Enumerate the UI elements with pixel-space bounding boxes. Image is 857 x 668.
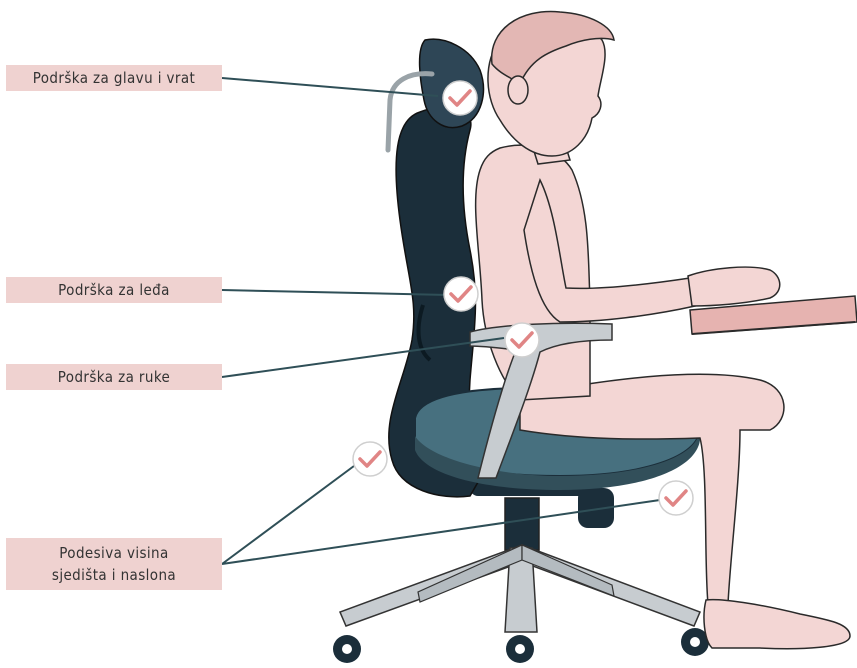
label-head-neck-support: Podrška za glavu i vrat — [6, 65, 222, 91]
label-adjustable-line1: Podesiva visina — [59, 542, 168, 564]
label-adjustable-height: Podesiva visina sjedišta i naslona — [6, 538, 222, 590]
label-arm-support: Podrška za ruke — [6, 364, 222, 390]
check-icon — [659, 481, 693, 515]
check-icon — [505, 323, 539, 357]
check-icon — [353, 442, 387, 476]
check-icon — [443, 81, 477, 115]
check-icon — [444, 277, 478, 311]
label-adjustable-line2: sjedišta i naslona — [52, 564, 176, 586]
label-back-support: Podrška za leđa — [6, 277, 222, 303]
chair-base — [333, 498, 709, 663]
